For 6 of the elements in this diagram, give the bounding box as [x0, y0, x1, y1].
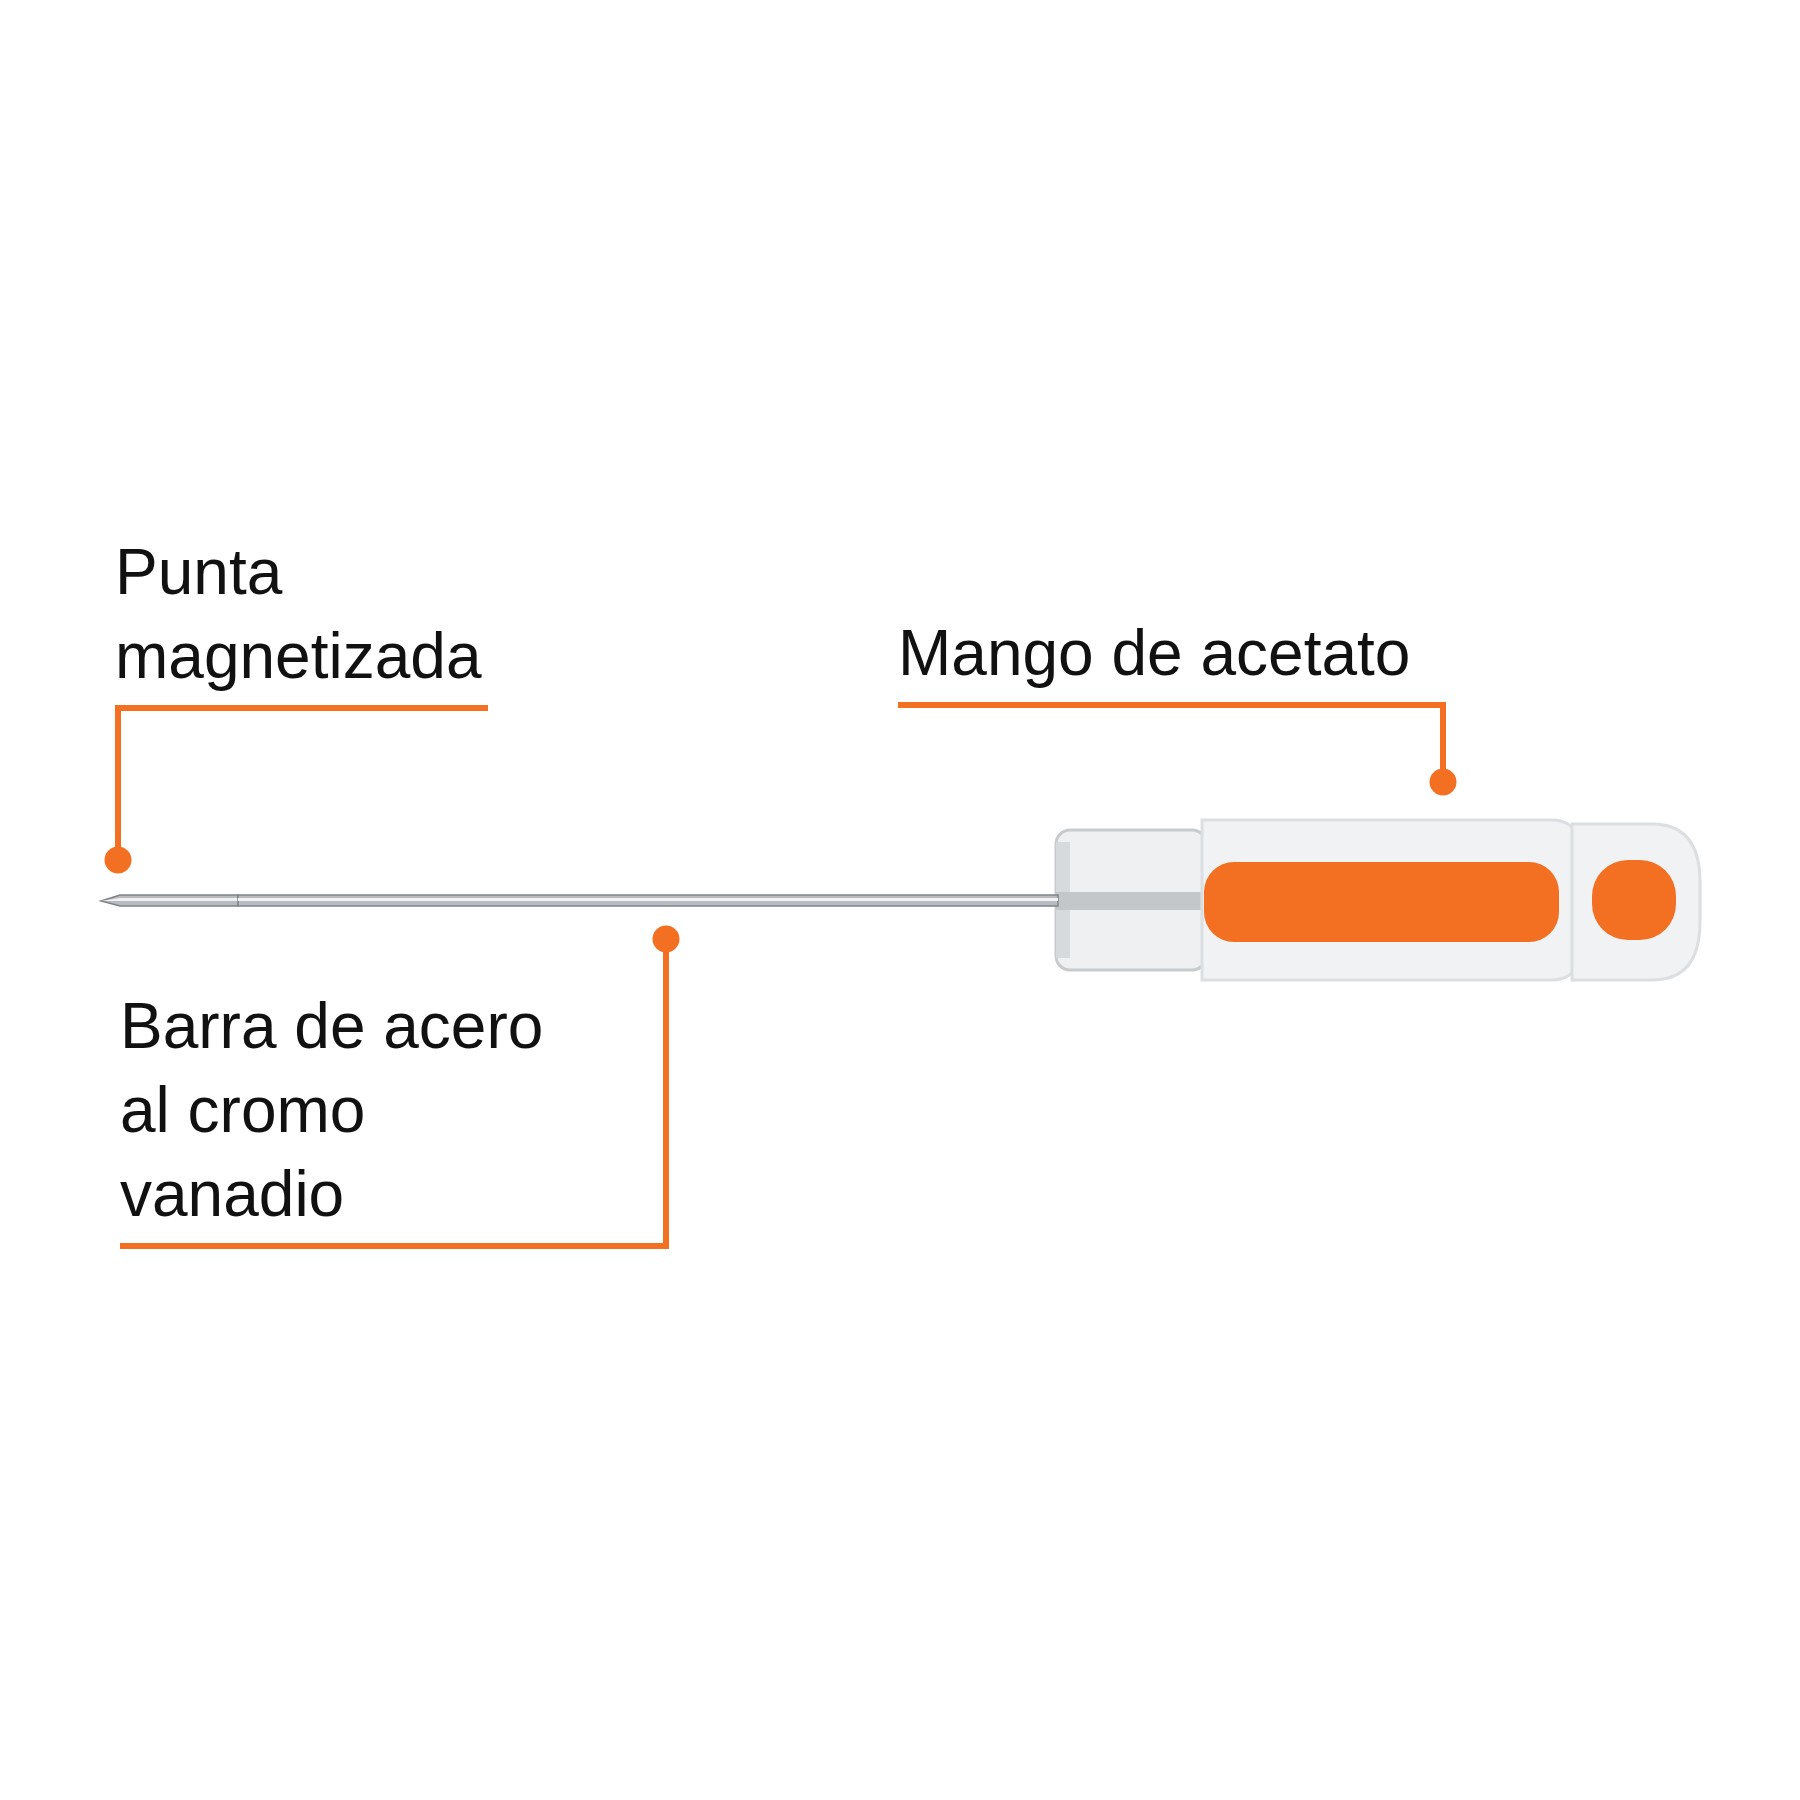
leader-line: [120, 925, 680, 1249]
callout-label: Punta magnetizada: [115, 535, 483, 694]
leader-line: [104, 705, 488, 874]
callout-label: Barra de acero al cromo vanadio: [120, 989, 545, 1232]
callout-label: Mango de acetato: [898, 616, 1412, 691]
leader-line: [898, 702, 1457, 796]
